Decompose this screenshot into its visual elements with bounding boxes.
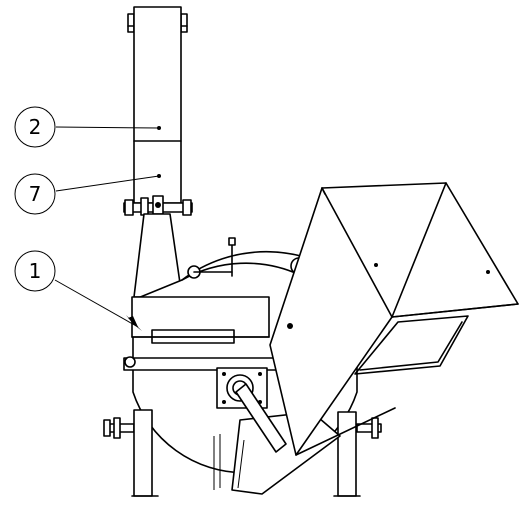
callout-7-circle — [14, 173, 56, 215]
callout-1: 1 — [14, 250, 56, 292]
callout-1-number: 1 — [29, 259, 42, 283]
callout-2-circle — [14, 106, 56, 148]
callout-7-number: 7 — [29, 182, 42, 206]
callout-leaders — [54, 126, 160, 331]
chute-lower-flange — [123, 195, 193, 216]
callout-1-circle — [14, 250, 56, 292]
feed-hopper — [269, 182, 519, 456]
callout-7: 7 — [14, 173, 56, 215]
housing-top-plate — [131, 296, 270, 344]
feed-lever — [235, 383, 287, 453]
callout-2: 2 — [14, 106, 56, 148]
discharge-chute — [133, 6, 182, 204]
callout-2-number: 2 — [29, 115, 42, 139]
